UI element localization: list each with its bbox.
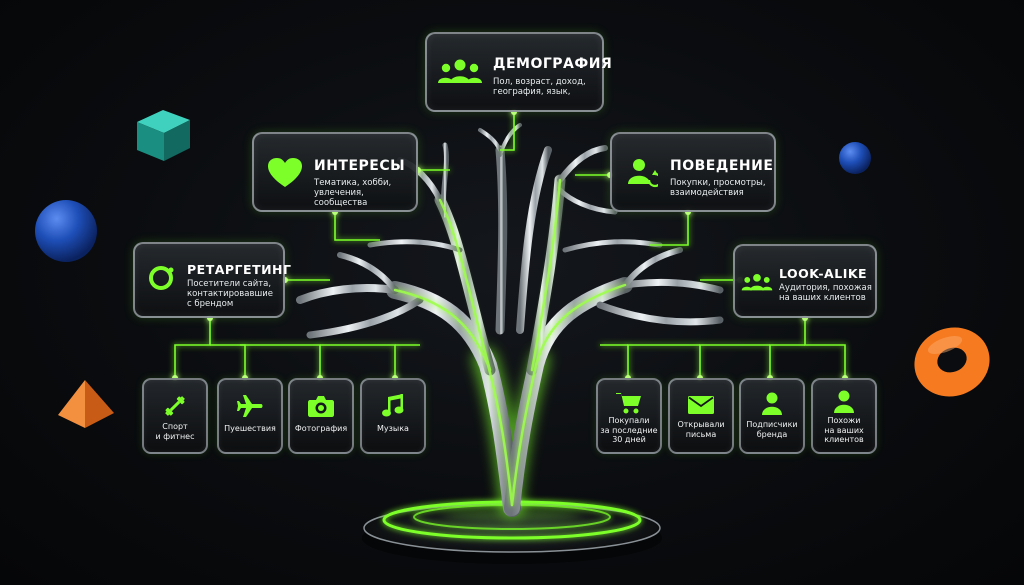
leaf-sport: Спорт и фитнес: [142, 378, 208, 454]
orange-torus-decoration: [914, 327, 990, 397]
card-interests: ИНТЕРЕСЫ Тематика, хобби, увлечения, соо…: [252, 132, 418, 212]
card-title: ПОВЕДЕНИЕ: [670, 158, 774, 174]
card-title: LOOK-ALIKE: [779, 266, 868, 281]
card-description: Аудитория, похожая на ваших клиентов: [779, 283, 872, 303]
people-group-icon: [741, 274, 773, 291]
target-ring-icon: [149, 266, 174, 290]
leaf-opened-emails: Открывали письма: [668, 378, 734, 454]
leaf-label: Подписчики бренда: [746, 420, 798, 439]
leaf-label: Спорт и фитнес: [155, 422, 195, 441]
camera-icon: [308, 396, 334, 417]
card-behavior: ПОВЕДЕНИЕ Покупки, просмотры, взаимодейс…: [610, 132, 776, 212]
teal-cube-decoration: [137, 110, 190, 161]
heart-icon: [268, 158, 302, 187]
orange-pyramid-decoration: [58, 380, 114, 428]
leaf-music: Музыка: [360, 378, 426, 454]
tree-platform: [362, 500, 662, 564]
airplane-icon: [237, 395, 263, 417]
leaf-label: Открывали письма: [677, 420, 725, 439]
card-demography: ДЕМОГРАФИЯ Пол, возраст, доход, географи…: [425, 32, 612, 112]
music-note-icon: [382, 394, 404, 417]
card-title: ДЕМОГРАФИЯ: [493, 56, 613, 72]
shopping-cart-icon: [616, 393, 641, 414]
user-icon: [762, 392, 782, 415]
card-description: Пол, возраст, доход, география, язык,: [493, 77, 586, 97]
card-title: РЕТАРГЕТИНГ: [187, 262, 292, 277]
card-lookalike: LOOK-ALIKE Аудитория, похожая на ваших к…: [733, 244, 877, 318]
blue-sphere-small-decoration: [839, 142, 871, 174]
leaf-label: Покупали за последние 30 дней: [600, 416, 658, 444]
card-description: Покупки, просмотры, взаимодействия: [670, 178, 766, 198]
leaf-purchased: Покупали за последние 30 дней: [596, 378, 662, 454]
leaf-similar: Похожи на ваших клиентов: [811, 378, 877, 454]
envelope-icon: [688, 396, 714, 414]
leaf-label: Фотография: [294, 424, 348, 433]
card-description: Посетители сайта, контактировавшие с бре…: [187, 279, 274, 309]
card-title: ИНТЕРЕСЫ: [314, 158, 406, 174]
card-retargeting: РЕТАРГЕТИНГ Посетители сайта, контактиро…: [133, 242, 291, 318]
user-icon: [834, 390, 854, 413]
leaf-label: Похожи на ваших клиентов: [824, 416, 864, 444]
leaf-photo: Фотография: [288, 378, 354, 454]
leaf-subscribers: Подписчики бренда: [739, 378, 805, 454]
connector-lines: [174, 112, 846, 378]
people-group-icon: [438, 59, 482, 83]
leaf-label: Музыка: [377, 424, 409, 433]
card-description: Тематика, хобби, увлечения, сообщества: [314, 178, 392, 208]
user-refresh-icon: [628, 159, 658, 188]
fitness-dumbbell-icon: [165, 396, 185, 416]
leaf-label: Пуешествия: [224, 424, 276, 433]
chrome-tree: [296, 123, 724, 518]
leaf-travel: Пуешествия: [217, 378, 283, 454]
blue-sphere-large-decoration: [35, 200, 97, 262]
